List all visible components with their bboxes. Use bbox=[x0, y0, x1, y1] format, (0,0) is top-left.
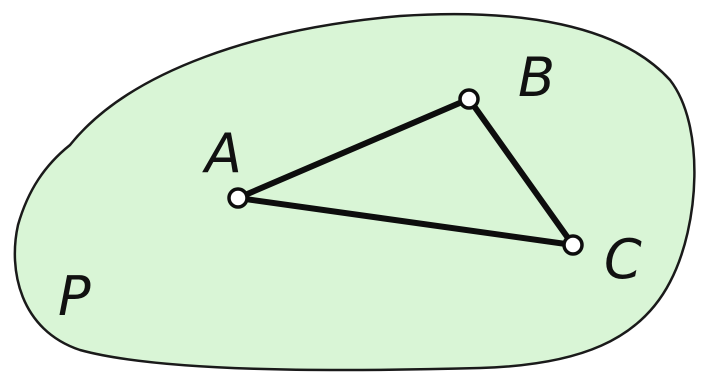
label-a: A bbox=[202, 122, 242, 185]
segment-ab bbox=[235, 96, 472, 201]
point-c bbox=[562, 234, 584, 256]
segment-ac bbox=[235, 195, 576, 248]
label-c: C bbox=[604, 228, 642, 291]
plane-region bbox=[13, 12, 696, 372]
label-plane-p: P bbox=[58, 265, 91, 328]
segment-bc bbox=[466, 96, 576, 248]
label-b: B bbox=[518, 46, 555, 109]
point-a bbox=[227, 187, 249, 209]
point-b bbox=[458, 88, 480, 110]
